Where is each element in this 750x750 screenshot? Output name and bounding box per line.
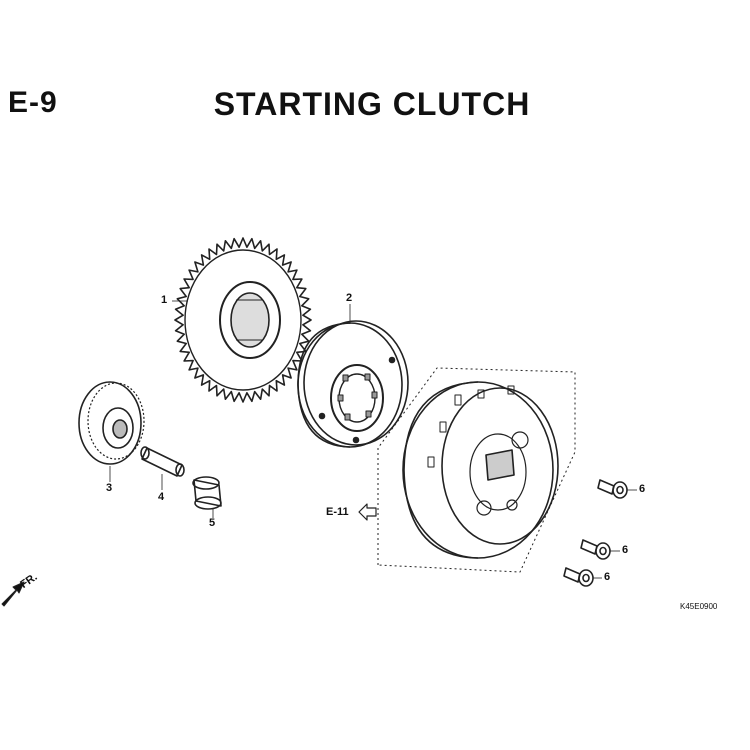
collar-part bbox=[192, 476, 222, 510]
bolt-part-b bbox=[580, 539, 611, 560]
page-title-text: STARTING CLUTCH bbox=[213, 86, 531, 122]
bolt-part-a bbox=[597, 479, 628, 499]
reference-label: E-11 bbox=[326, 506, 349, 518]
leader-lines bbox=[109, 300, 637, 579]
gear-shaft-part bbox=[140, 446, 185, 477]
callout-6a: 6 bbox=[639, 483, 646, 495]
front-direction-arrow-icon bbox=[1, 581, 25, 607]
bolt-part-c bbox=[563, 567, 594, 587]
callout-1: 1 bbox=[161, 294, 168, 306]
callout-2: 2 bbox=[346, 292, 353, 304]
callout-6b: 6 bbox=[622, 544, 629, 556]
driven-sprocket-part bbox=[174, 237, 312, 403]
section-code: E-9 bbox=[8, 86, 58, 119]
reference-arrow-icon bbox=[358, 503, 377, 521]
page-title: STARTING CLUTCH bbox=[0, 86, 750, 123]
callout-6c: 6 bbox=[604, 571, 611, 583]
one-way-clutch-part bbox=[297, 320, 409, 448]
flywheel-rotor-part bbox=[402, 381, 559, 559]
reduction-gear-part bbox=[78, 381, 145, 465]
assembly-boundary bbox=[377, 367, 576, 573]
callout-5: 5 bbox=[209, 517, 216, 529]
callout-3: 3 bbox=[106, 482, 113, 494]
callout-4: 4 bbox=[158, 491, 165, 503]
figure-code: K45E0900 bbox=[680, 602, 718, 611]
